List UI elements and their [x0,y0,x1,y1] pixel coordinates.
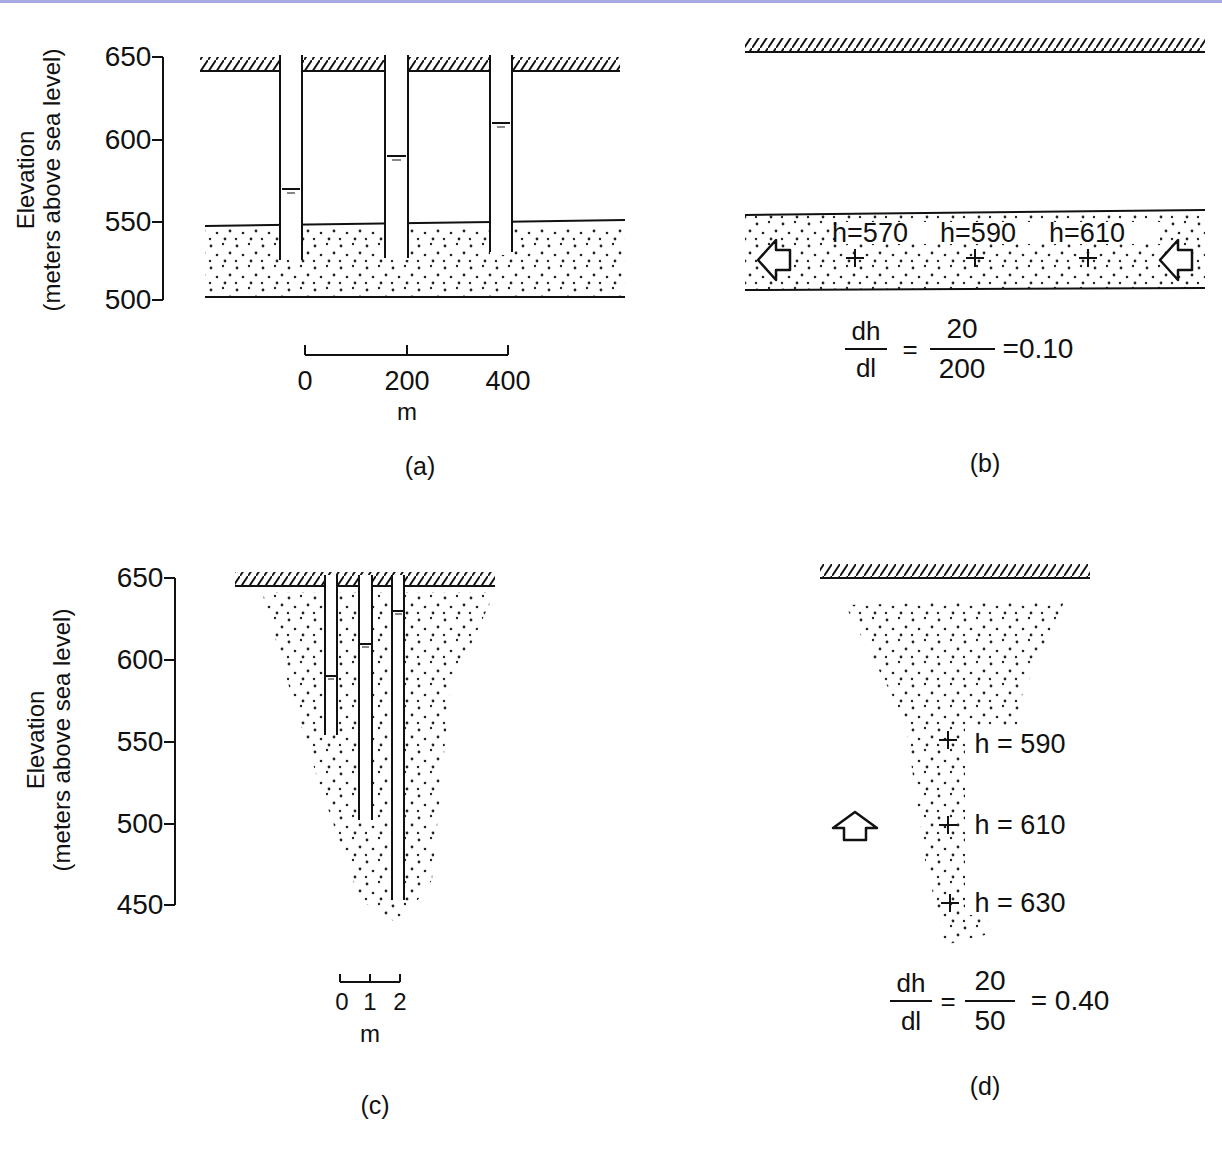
figure-label: 20 [946,315,977,343]
figure-label: h = 610 [975,812,1066,839]
axis-a [152,57,163,300]
figure-label: 400 [485,368,530,395]
figure-label: 200 [939,355,986,383]
figure-label: 0 [335,990,348,1014]
figure-label: h=610 [1049,220,1125,247]
axis-title: (meters above sea level) [50,609,74,872]
figure-label: = [940,988,955,1014]
figure-label: 50 [974,1007,1005,1035]
axis-title: Elevation [14,131,38,230]
figure-label: 550 [105,208,152,236]
figure-label: 0 [297,368,312,395]
figure-label: 20 [974,967,1005,995]
figure-label: 650 [117,564,164,592]
figure-label: 650 [105,43,152,71]
figure-label: h=590 [940,220,1016,247]
figure-label: m [397,400,417,424]
figure-label: (a) [405,454,436,479]
figure-label: dl [901,1008,921,1034]
figure-label: 550 [117,728,164,756]
figure-label: 450 [117,891,164,919]
figure-label: 500 [117,810,164,838]
figure-label: dl [856,355,876,381]
figure-label: h=570 [832,220,908,247]
axis-title: Elevation [24,691,48,790]
figure-label: 1 [363,990,376,1014]
piezometers-c [325,575,404,900]
figure-label: h = 590 [975,731,1066,758]
figure-label: 500 [105,286,152,314]
figure-label: h = 630 [975,890,1066,917]
axis-title: (meters above sea level) [40,49,64,312]
figure-label: (b) [970,451,1001,476]
piezometers-a [280,55,512,260]
figure-label: 600 [105,126,152,154]
figure-label: m [360,1022,380,1046]
figure-label: (d) [970,1074,1001,1099]
figure-label: 600 [117,646,164,674]
figure-label: =0.10 [1003,335,1074,363]
figure-label: = [902,336,917,362]
figure-label: 200 [384,368,429,395]
figure-label: = 0.40 [1031,987,1110,1015]
figure-label: 2 [393,990,406,1014]
figure-label: dh [897,970,926,996]
figure-label: dh [852,318,881,344]
figure-label: (c) [360,1093,389,1118]
